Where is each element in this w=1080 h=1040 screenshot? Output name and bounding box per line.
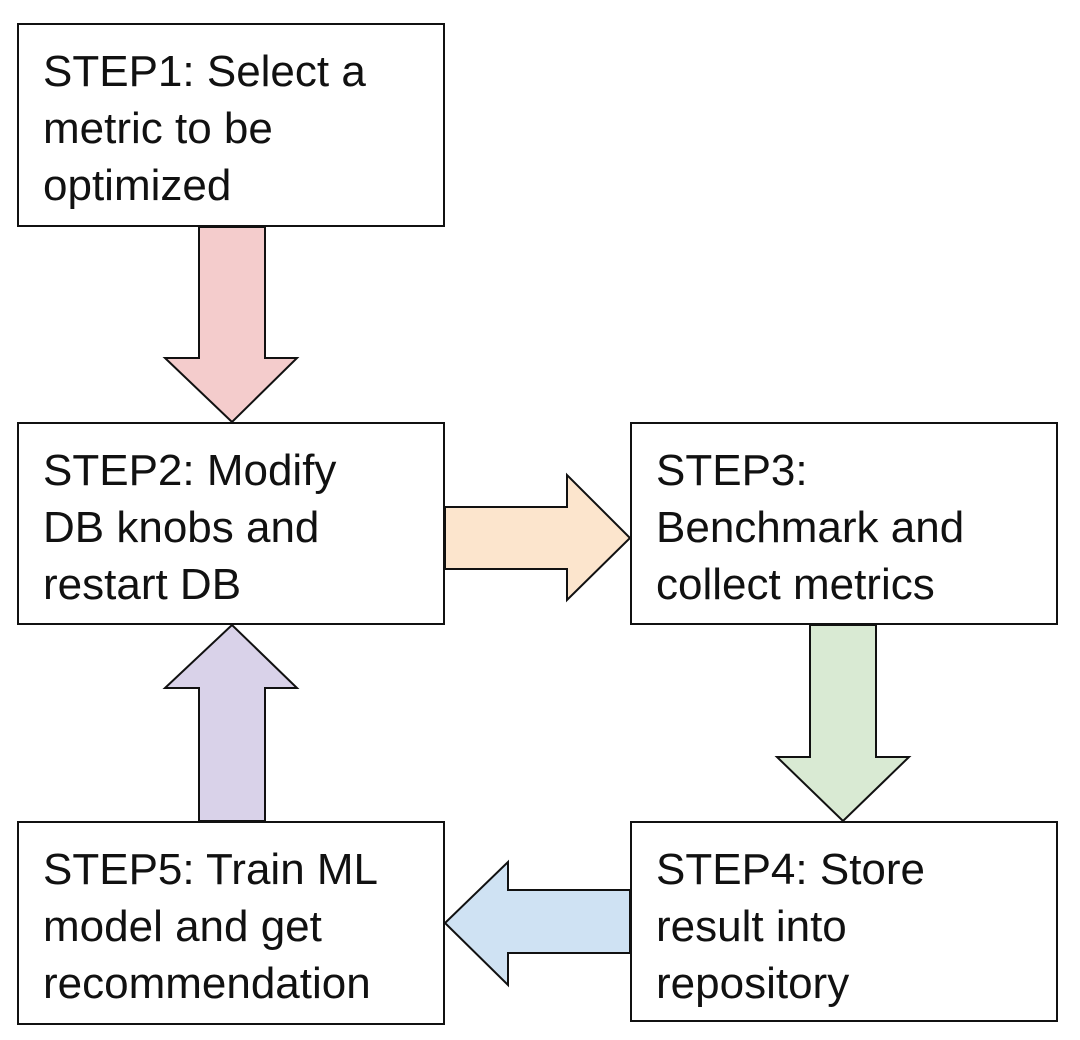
arrow-step3-to-step4: [774, 624, 912, 823]
step3-box: STEP3: Benchmark and collect metrics: [630, 422, 1058, 625]
arrow-step4-to-step5: [443, 859, 631, 988]
arrow-step2-to-step3: [444, 472, 632, 603]
step5-box: STEP5: Train ML model and get recommenda…: [17, 821, 445, 1025]
step2-box: STEP2: Modify DB knobs and restart DB: [17, 422, 445, 625]
step4-box: STEP4: Store result into repository: [630, 821, 1058, 1022]
step1-box: STEP1: Select a metric to be optimized: [17, 23, 445, 227]
arrow-step1-to-step2: [162, 226, 300, 424]
arrow-step5-to-step2: [162, 623, 300, 822]
